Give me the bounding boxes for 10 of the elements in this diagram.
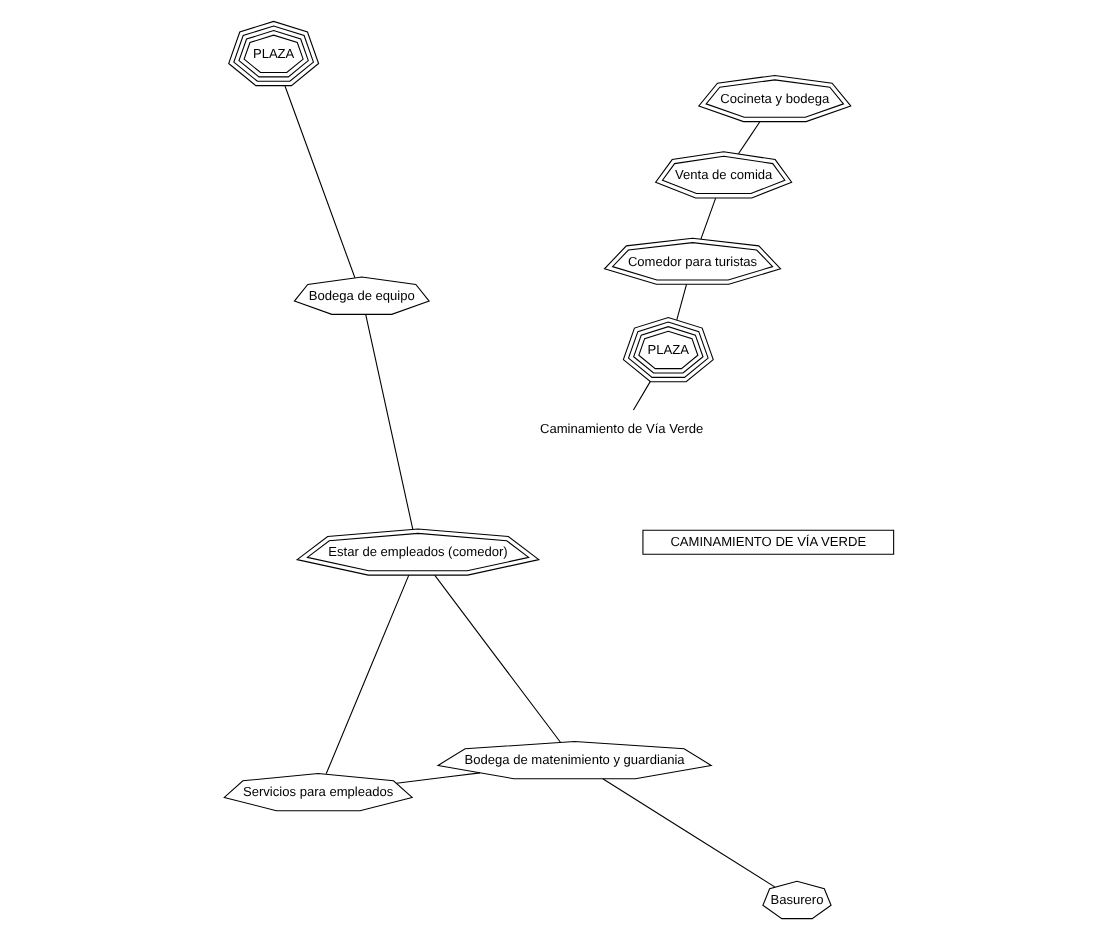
connector [395,772,481,784]
connector [700,197,717,240]
connector [676,283,688,321]
connector [365,314,414,530]
connector [284,85,356,279]
connector [632,381,651,411]
connector [325,574,410,775]
connector [737,121,761,155]
connector [434,574,561,743]
connector [602,778,776,888]
